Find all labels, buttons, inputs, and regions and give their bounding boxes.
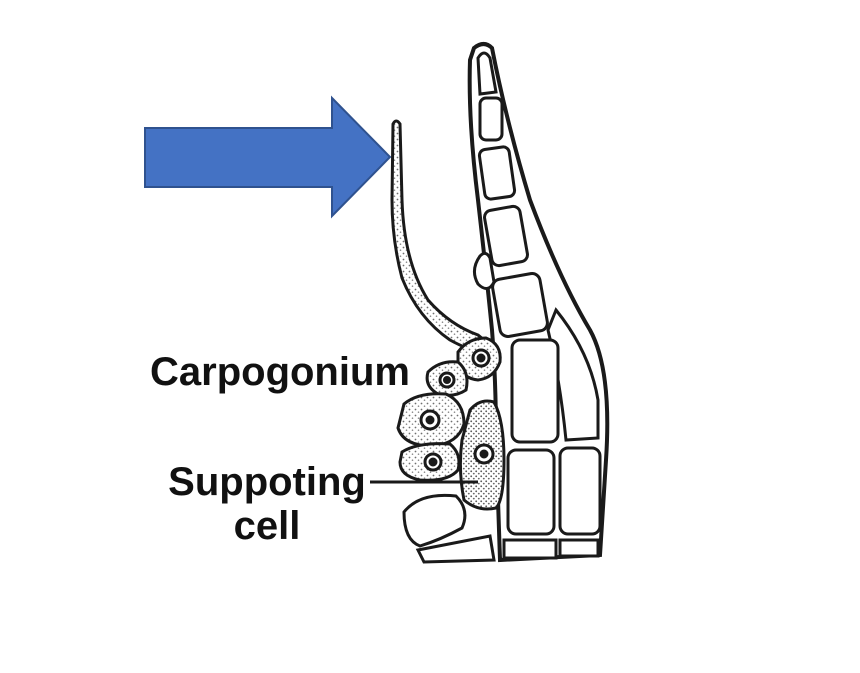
supporting-cell-label: Suppoting cell: [162, 460, 372, 548]
supporting-cell-label-line2: cell: [233, 504, 301, 548]
filament-cells: [476, 51, 602, 560]
supporting-cell: [458, 399, 506, 511]
trichogyne: [390, 119, 486, 354]
basal-cells: [402, 493, 496, 564]
lateral-bud: [473, 251, 496, 290]
carpogonial-branch: [396, 336, 502, 482]
pointer-arrow: [144, 95, 392, 219]
supporting-cell-label-line1: Suppoting: [168, 460, 366, 504]
carpogonium-label: Carpogonium: [150, 350, 410, 394]
